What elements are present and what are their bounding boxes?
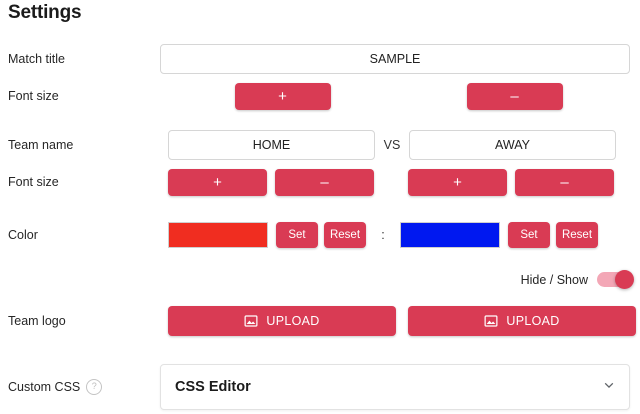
away-color-swatch[interactable]	[400, 222, 500, 248]
row-match-font-size: Font size + –	[0, 82, 640, 110]
home-color-reset-button[interactable]: Reset	[324, 222, 366, 248]
custom-css-label: Custom CSS ?	[0, 379, 160, 395]
plus-icon: +	[213, 173, 222, 191]
match-title-content: SAMPLE	[160, 44, 640, 74]
team-name-label: Team name	[0, 138, 160, 152]
page-title: Settings	[8, 2, 82, 23]
css-editor-label: CSS Editor	[175, 379, 251, 395]
css-editor-accordion[interactable]: CSS Editor	[160, 364, 630, 410]
team-font-size-label-text: Font size	[8, 175, 59, 189]
home-color-set-button[interactable]: Set	[276, 222, 318, 248]
hide-show-toggle[interactable]	[597, 270, 634, 289]
help-icon[interactable]: ?	[86, 379, 103, 395]
vs-separator: VS	[383, 138, 401, 152]
match-font-size-label-text: Font size	[8, 89, 59, 103]
team-font-size-content: + – + –	[160, 168, 640, 196]
plus-icon: +	[453, 173, 462, 191]
hide-show-label: Hide / Show	[520, 272, 588, 287]
image-icon	[484, 314, 498, 328]
custom-css-label-text: Custom CSS	[8, 380, 81, 394]
team-name-content: HOME VS AWAY	[160, 130, 640, 160]
row-custom-css: Custom CSS ? CSS Editor	[0, 364, 640, 410]
row-match-title: Match title SAMPLE	[0, 43, 640, 75]
row-team-name: Team name HOME VS AWAY	[0, 129, 640, 161]
color-label: Color	[0, 228, 160, 242]
home-font-size-increase-button[interactable]: +	[168, 168, 267, 196]
home-font-size-decrease-button[interactable]: –	[275, 168, 374, 196]
color-label-text: Color	[8, 228, 38, 242]
minus-icon: –	[560, 173, 569, 191]
home-logo-upload-label: UPLOAD	[266, 314, 320, 328]
chevron-down-icon[interactable]	[603, 378, 615, 396]
match-font-size-label: Font size	[0, 89, 160, 103]
toggle-knob	[615, 270, 634, 289]
match-font-size-content: + –	[160, 82, 640, 110]
team-logo-label: Team logo	[0, 314, 160, 328]
match-title-input[interactable]: SAMPLE	[160, 44, 630, 74]
color-content: Set Reset : Set Reset	[160, 222, 640, 248]
home-logo-upload-button[interactable]: UPLOAD	[168, 306, 396, 336]
match-font-size-increase-button[interactable]: +	[234, 82, 331, 110]
match-font-increase-wrap: +	[168, 82, 397, 110]
away-font-size-increase-button[interactable]: +	[408, 168, 507, 196]
minus-icon: –	[320, 173, 329, 191]
team-name-label-text: Team name	[8, 138, 74, 152]
match-font-decrease-wrap: –	[397, 82, 632, 110]
away-color-set-button[interactable]: Set	[508, 222, 550, 248]
hide-show-control: Hide / Show	[520, 270, 634, 289]
custom-css-content: CSS Editor	[160, 364, 640, 410]
away-font-size-decrease-button[interactable]: –	[515, 168, 614, 196]
away-color-reset-button[interactable]: Reset	[556, 222, 598, 248]
minus-icon: –	[510, 87, 519, 105]
row-team-logo: Team logo UPLOAD	[0, 306, 640, 336]
color-separator: :	[381, 228, 385, 242]
away-logo-upload-button[interactable]: UPLOAD	[408, 306, 636, 336]
plus-icon: +	[278, 87, 287, 105]
team-logo-label-text: Team logo	[8, 314, 66, 328]
home-team-name-input[interactable]: HOME	[168, 130, 375, 160]
home-color-swatch[interactable]	[168, 222, 268, 248]
row-color: Color Set Reset : Set Reset	[0, 221, 640, 249]
team-font-size-label: Font size	[0, 175, 160, 189]
match-title-label: Match title	[0, 52, 160, 66]
match-font-size-decrease-button[interactable]: –	[466, 82, 563, 110]
away-team-name-input[interactable]: AWAY	[409, 130, 616, 160]
image-icon	[244, 314, 258, 328]
away-logo-upload-label: UPLOAD	[506, 314, 560, 328]
row-team-font-size: Font size + – + –	[0, 168, 640, 196]
team-logo-content: UPLOAD UPLOAD	[160, 306, 640, 336]
match-title-label-text: Match title	[8, 52, 65, 66]
